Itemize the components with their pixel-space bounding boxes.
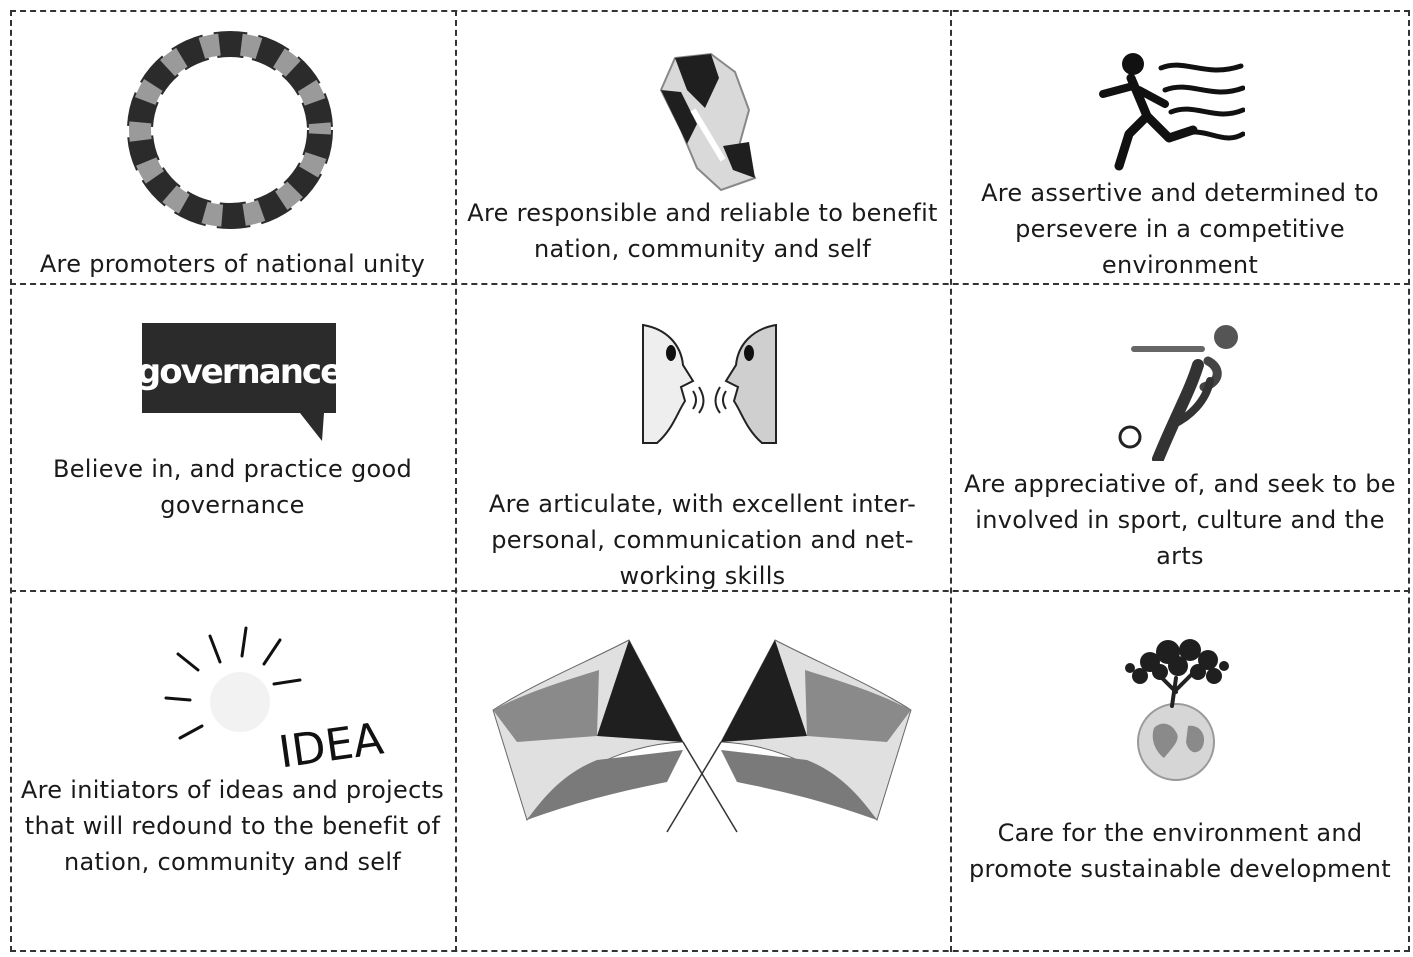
- idea-text: IDEA: [276, 713, 387, 772]
- card-caption: Are articulate, with excellent inter-per…: [488, 490, 917, 590]
- card-responsible: Are responsible and reliable to benefit …: [455, 10, 950, 283]
- card-caption: Are assertive and determined to persever…: [981, 179, 1379, 279]
- card-caption: Are responsible and reliable to benefit …: [467, 199, 938, 263]
- card-caption: Are appreciative of, and seek to be invo…: [964, 470, 1396, 570]
- ring-of-hands-icon: [120, 22, 340, 237]
- grid-divider-h1: [10, 283, 1410, 285]
- tree-on-globe-icon: [1110, 632, 1250, 782]
- running-figure-icon: [1095, 50, 1245, 175]
- card-caption: Are promoters of national unity: [39, 250, 426, 278]
- card-ideas: IDEA Are initiators of ideas and project…: [10, 590, 455, 952]
- governance-badge-text: governance: [140, 352, 338, 392]
- card-assertive: Are assertive and determined to persever…: [950, 10, 1410, 283]
- two-faces-talking-icon: [637, 321, 782, 451]
- card-grid: [10, 10, 1410, 952]
- football-player-icon: [1110, 321, 1260, 461]
- grid-divider-v1: [455, 10, 457, 952]
- card-unity: Are promoters of national unity: [10, 10, 455, 283]
- grid-divider-h2: [10, 590, 1410, 592]
- card-caption: Are initiators of ideas and projects tha…: [20, 776, 445, 876]
- crossed-flags-icon: [487, 632, 917, 842]
- card-articulate: Are articulate, with excellent inter-per…: [455, 283, 950, 590]
- card-flags: [455, 590, 950, 952]
- governance-speech-bubble-icon: governance: [140, 321, 338, 443]
- card-environment: Care for the environment and promote sus…: [950, 590, 1410, 952]
- grid-divider-v2: [950, 10, 952, 952]
- card-caption: Care for the environment and promote sus…: [969, 819, 1391, 883]
- card-caption: Believe in, and practice good governance: [52, 455, 413, 519]
- national-map-icon: [653, 50, 763, 195]
- card-governance: governance Believe in, and practice good…: [10, 283, 455, 590]
- card-sport: Are appreciative of, and seek to be invo…: [950, 283, 1410, 590]
- idea-lightbulb-icon: IDEA: [160, 622, 390, 772]
